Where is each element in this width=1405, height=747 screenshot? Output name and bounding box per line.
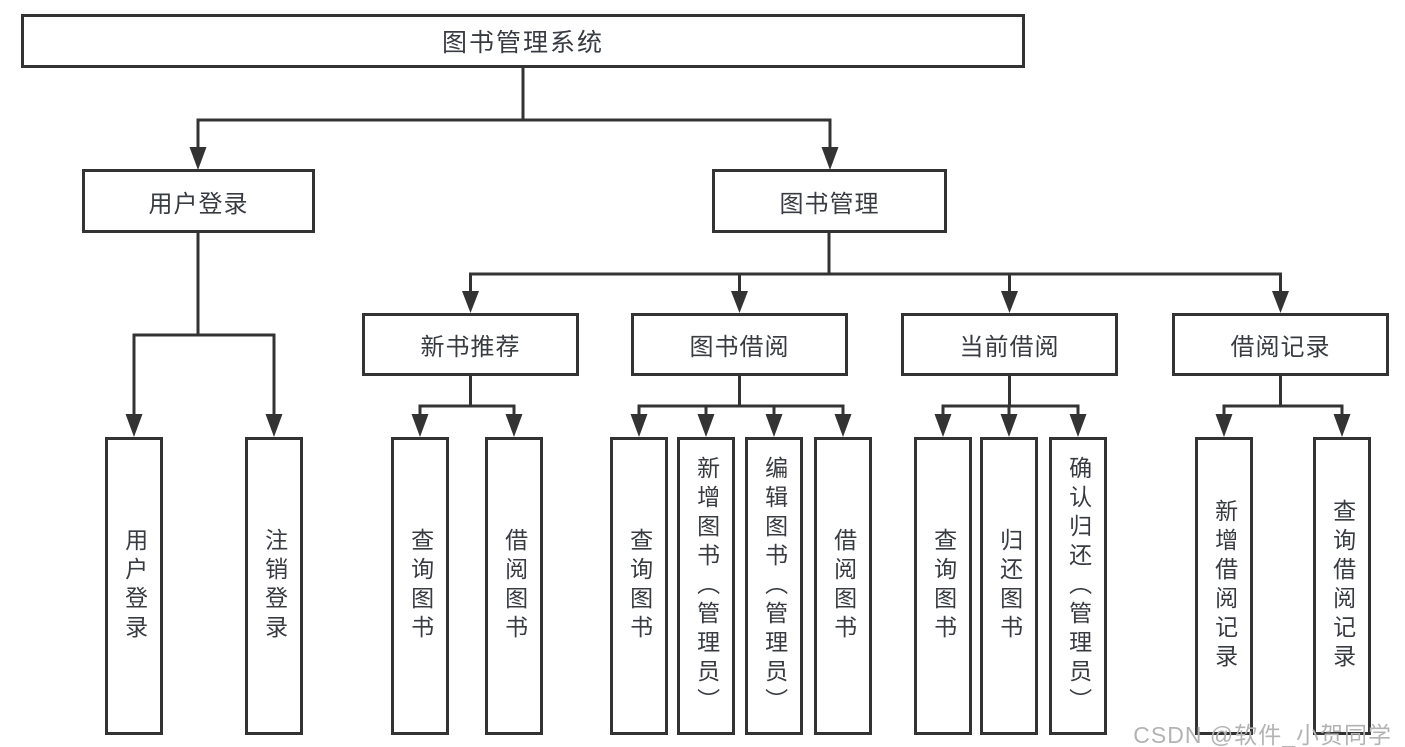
edge-current-borrow-split	[934, 376, 1087, 437]
csdn-watermark: CSDN @软件_小贺同学	[1133, 722, 1392, 747]
edge-new-book-recommend-split	[411, 376, 523, 437]
leaf-label: 编辑图书（管理员）	[761, 455, 788, 717]
node-label: 图书借阅	[689, 334, 790, 361]
node-label: 新书推荐	[420, 334, 521, 361]
leaf-label: 用户登录	[121, 528, 148, 644]
node-book-borrow: 图书借阅	[631, 313, 848, 376]
edge-book-management-split	[462, 233, 1289, 313]
arrowhead-icon	[265, 414, 283, 437]
leaf-label: 新增借阅记录	[1211, 499, 1238, 673]
leaf-label: 借阅图书	[501, 528, 528, 644]
leaf-label: 查询图书	[626, 528, 653, 644]
arrowhead-icon	[834, 414, 852, 437]
arrowhead-icon	[1215, 414, 1233, 437]
node-new-book-recommend: 新书推荐	[362, 313, 579, 376]
node-root-system: 图书管理系统	[21, 14, 1025, 68]
leaf-add-book-admin: 新增图书（管理员）	[677, 437, 735, 735]
leaf-label: 注销登录	[261, 528, 288, 644]
leaf-label: 借阅图书	[830, 528, 857, 644]
arrowhead-icon	[821, 147, 839, 170]
arrowhead-icon	[934, 414, 952, 437]
arrowhead-icon	[731, 291, 748, 313]
arrowhead-icon	[462, 291, 479, 313]
leaf-label: 查询图书	[930, 528, 957, 644]
node-book-management: 图书管理	[712, 169, 947, 233]
leaf-query-books: 查询图书	[610, 437, 668, 735]
leaf-user-login: 用户登录	[105, 437, 163, 735]
node-borrow-records: 借阅记录	[1172, 313, 1389, 376]
arrowhead-icon	[411, 414, 429, 437]
leaf-borrow-books: 借阅图书	[485, 437, 543, 735]
leaf-label: 查询图书	[407, 528, 434, 644]
arrowhead-icon	[630, 414, 648, 437]
leaf-label: 新增图书（管理员）	[693, 455, 720, 717]
leaf-label: 查询借阅记录	[1329, 499, 1356, 673]
arrowhead-icon	[1069, 414, 1087, 437]
leaf-borrow-books: 借阅图书	[814, 437, 872, 735]
arrowhead-icon	[697, 414, 715, 437]
leaf-return-book: 归还图书	[980, 437, 1038, 735]
leaf-add-borrow-record: 新增借阅记录	[1195, 437, 1253, 735]
arrowhead-icon	[505, 414, 523, 437]
node-label: 借阅记录	[1230, 334, 1331, 361]
node-label: 图书管理	[779, 190, 880, 218]
edge-borrow-records-split	[1215, 376, 1351, 437]
edge-user-login-split	[125, 233, 283, 437]
node-label: 图书管理系统	[441, 29, 604, 57]
leaf-query-borrow-record: 查询借阅记录	[1313, 437, 1371, 735]
leaf-confirm-return-admin: 确认归还（管理员）	[1049, 437, 1107, 735]
node-label: 当前借阅	[959, 334, 1060, 361]
arrowhead-icon	[125, 414, 143, 437]
leaf-edit-book-admin: 编辑图书（管理员）	[745, 437, 803, 735]
edge-book-borrow-split	[630, 376, 852, 437]
leaf-query-books: 查询图书	[914, 437, 972, 735]
edge-root-split	[189, 68, 839, 170]
leaf-label: 确认归还（管理员）	[1065, 455, 1092, 717]
node-label: 用户登录	[148, 190, 249, 218]
arrowhead-icon	[1001, 291, 1018, 313]
node-user-login: 用户登录	[82, 169, 315, 233]
leaf-label: 归还图书	[996, 528, 1023, 644]
arrowhead-icon	[1333, 414, 1351, 437]
arrowhead-icon	[1272, 291, 1289, 313]
node-current-borrow: 当前借阅	[901, 313, 1118, 376]
arrowhead-icon	[1000, 414, 1018, 437]
leaf-logout-login: 注销登录	[245, 437, 303, 735]
arrowhead-icon	[765, 414, 783, 437]
leaf-query-books: 查询图书	[391, 437, 449, 735]
arrowhead-icon	[189, 147, 207, 170]
